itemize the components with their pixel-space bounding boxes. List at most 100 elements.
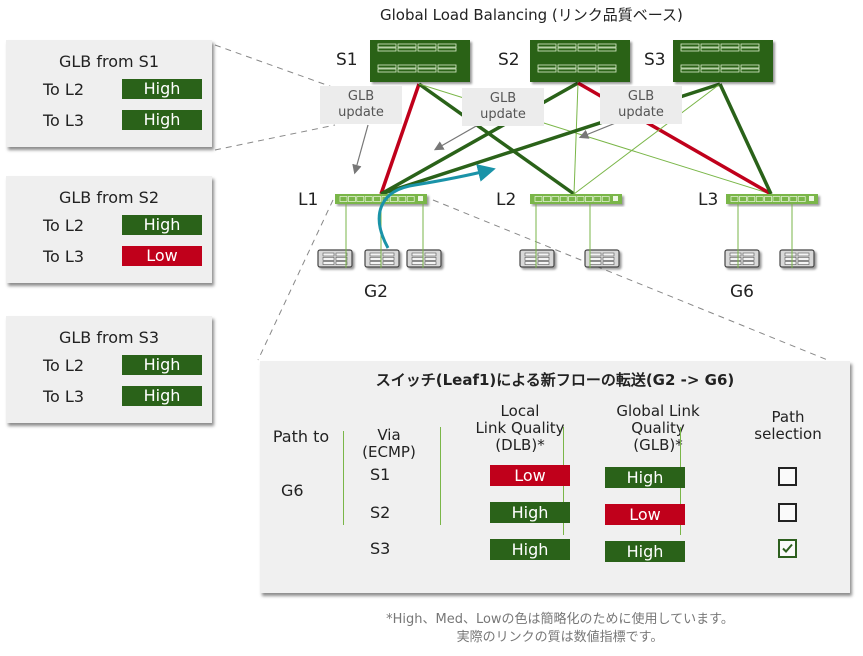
glb-update-line1: GLB [627, 89, 655, 104]
spine-label-s3: S3 [644, 50, 666, 70]
glb-update-arrow [352, 124, 369, 175]
glb-update-line2: update [480, 107, 526, 122]
glb-row: To L2 High [6, 74, 212, 105]
footnote-line: 実際のリンクの質は数値指標です。 [456, 630, 664, 645]
group-label-g2: G2 [364, 282, 388, 302]
glb-update-arrow [433, 124, 479, 151]
callout-line [432, 199, 831, 362]
glb-row: To L3 High [6, 105, 212, 136]
header-line: Global Link [616, 402, 700, 420]
glb-update-label-s2: GLB update [462, 88, 544, 126]
quality-badge: Low [122, 246, 202, 266]
links-layer [379, 81, 773, 196]
leaf-label-l1: L1 [298, 190, 319, 210]
header-line: (GLB)* [633, 436, 683, 454]
spine-label-s2: S2 [498, 50, 520, 70]
path-selection-panel: スイッチ(Leaf1)による新フローの転送(G2 -> G6) Path to … [260, 361, 850, 593]
via-s3: S3 [370, 539, 391, 558]
glb-row-label: To L3 [43, 111, 85, 130]
server-icon [779, 249, 815, 268]
glb-row-label: To L3 [43, 387, 85, 406]
leaf-switch-l3 [726, 194, 818, 204]
leaf-switch-l1 [335, 194, 427, 204]
leaf-switch-l2 [530, 194, 622, 204]
glb-row: To L2 High [6, 210, 212, 241]
spine-switch-s3 [673, 40, 773, 82]
via-s2: S2 [370, 503, 391, 522]
server-icon [406, 249, 442, 268]
local-quality-badge: High [490, 539, 570, 560]
glb-box-s1: GLB from S1 To L2 High To L3 High [6, 40, 212, 147]
spine-switch-s1 [370, 40, 470, 82]
global-quality-badge: Low [605, 504, 685, 525]
check-icon [782, 543, 793, 553]
server-icon [724, 249, 760, 268]
header-line: Path [771, 408, 805, 426]
server-icon [364, 249, 400, 268]
link-s3-l3 [718, 83, 773, 195]
path-select-checkbox-s2[interactable] [778, 503, 797, 522]
server-icon [317, 249, 353, 268]
path-select-checkbox-s3[interactable] [778, 539, 797, 558]
local-quality-badge: Low [490, 465, 570, 486]
link-s3-l2 [573, 83, 721, 195]
glb-row-label: To L2 [43, 80, 85, 99]
path-select-checkbox-s1[interactable] [778, 467, 797, 486]
leaf-label-l2: L2 [496, 190, 517, 210]
spine-switch-s2 [530, 40, 630, 82]
local-quality-badge: High [490, 502, 570, 523]
callout-line [257, 199, 334, 361]
footnote-line: *High、Med、Lowの色は簡略化のために使用しています。 [386, 612, 734, 627]
glb-box-header: GLB from S2 [58, 188, 160, 207]
global-quality-badge: High [605, 467, 685, 488]
server-icon [519, 249, 555, 268]
glb-box-header: GLB from S3 [58, 328, 160, 347]
glb-row: To L3 High [6, 381, 212, 412]
glb-update-arrow [578, 121, 619, 139]
link-s1-l2 [417, 82, 576, 196]
quality-badge: High [122, 215, 202, 235]
quality-badge: High [122, 355, 202, 375]
header-line: Local [500, 402, 540, 420]
glb-update-line1: GLB [347, 89, 375, 104]
glb-box-s3: GLB from S3 To L2 High To L3 High [6, 316, 212, 423]
glb-update-line1: GLB [489, 91, 517, 106]
leaf-label-l3: L3 [698, 190, 719, 210]
header-line: Via [377, 426, 401, 444]
header-via: Via (ECMP) [344, 427, 434, 461]
header-line: (ECMP) [362, 443, 416, 461]
glb-update-label-s3: GLB update [600, 86, 682, 124]
destination-g6: G6 [281, 481, 304, 500]
flow-arrow [377, 164, 496, 249]
glb-row-label: To L2 [43, 216, 85, 235]
quality-badge: High [122, 79, 202, 99]
via-s1: S1 [370, 465, 391, 484]
spine-label-s1: S1 [336, 50, 358, 70]
glb-box-header: GLB from S1 [58, 52, 160, 71]
column-divider [440, 427, 441, 525]
glb-update-label-s1: GLB update [320, 86, 402, 124]
header-path-to: Path to [272, 427, 330, 446]
header-path-selection: Path selection [728, 409, 848, 443]
header-line: (DLB)* [495, 436, 545, 454]
header-line: Link Quality [475, 419, 565, 437]
panel-title: スイッチ(Leaf1)による新フローの転送(G2 -> G6) [375, 371, 735, 389]
quality-badge: High [122, 110, 202, 130]
group-label-g6: G6 [730, 282, 754, 302]
diagram-title: Global Load Balancing (リンク品質ベース) [380, 6, 683, 24]
link-s2-l2 [573, 82, 579, 195]
glb-row-label: To L3 [43, 247, 85, 266]
link-s2-l1 [380, 81, 579, 196]
glb-update-line2: update [338, 105, 384, 120]
glb-row: To L3 Low [6, 241, 212, 272]
glb-update-line2: update [618, 105, 664, 120]
global-quality-badge: High [605, 541, 685, 562]
glb-box-s2: GLB from S2 To L2 High To L3 Low [6, 176, 212, 283]
footnote: *High、Med、Lowの色は簡略化のために使用しています。 実際のリンクの質… [290, 611, 830, 647]
quality-badge: High [122, 386, 202, 406]
glb-row: To L2 High [6, 350, 212, 381]
header-line: Quality [631, 419, 685, 437]
callout-line [214, 124, 336, 151]
header-line: selection [754, 425, 822, 443]
